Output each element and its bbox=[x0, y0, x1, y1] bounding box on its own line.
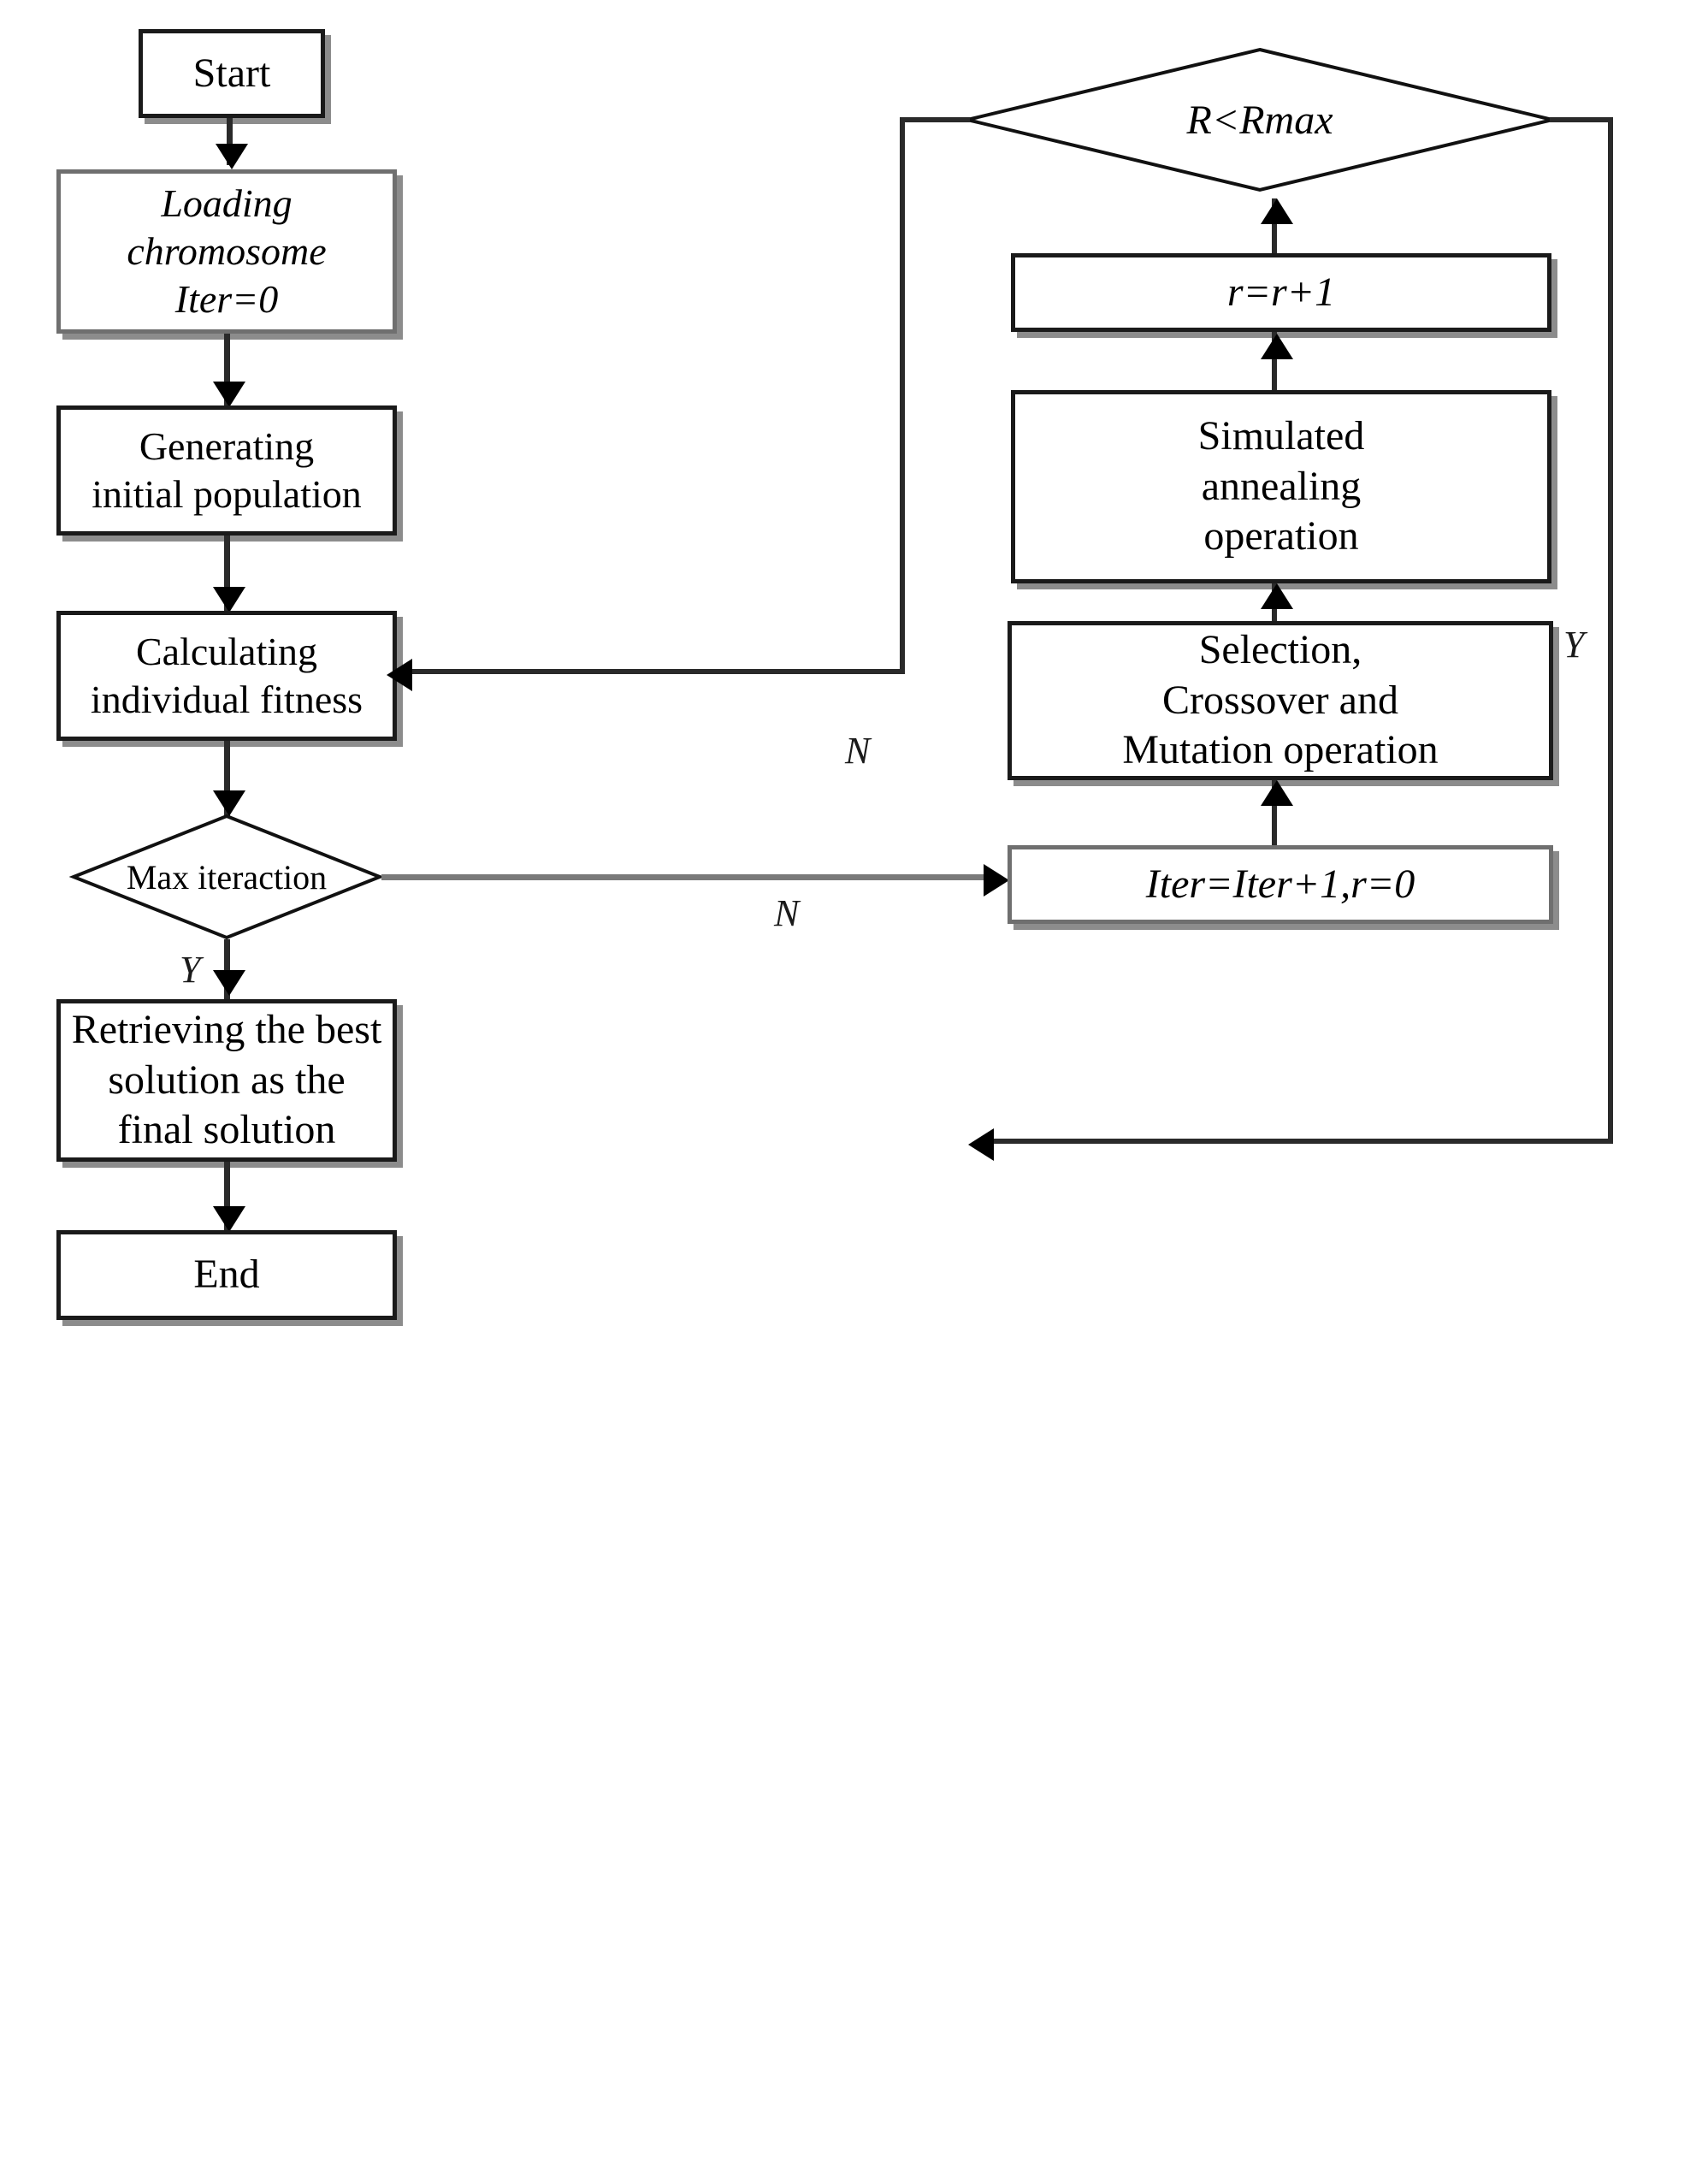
arrowhead-maxiter-no bbox=[984, 864, 1009, 897]
node-simulated-annealing: Simulated annealing operation bbox=[1011, 390, 1551, 583]
arrowhead-generating-to-calculating bbox=[213, 587, 245, 613]
arrowhead-start-to-loading bbox=[216, 144, 248, 169]
node-max-iteraction-label: Max iteraction bbox=[126, 857, 328, 897]
diamond-shape-r-lt-rmax bbox=[966, 47, 1553, 192]
edge-label-maxiter-no: N bbox=[774, 892, 800, 934]
arrowhead-calculating-to-maxiter bbox=[213, 790, 245, 816]
node-annealing-line1: Simulated bbox=[1197, 413, 1365, 459]
arrowhead-annealing-to-rincr bbox=[1261, 334, 1293, 359]
edge-rmax-no-top bbox=[900, 117, 970, 122]
node-ga-operations: Selection, Crossover and Mutation operat… bbox=[1008, 621, 1553, 780]
node-retrieving-line3: final solution bbox=[117, 1107, 336, 1153]
arrowhead-loading-to-generating bbox=[213, 382, 245, 407]
node-r-lt-rmax-label: R<Rmax bbox=[1186, 97, 1333, 143]
arrowhead-maxiter-yes bbox=[213, 970, 245, 996]
edge-label-rmax-no: N bbox=[845, 730, 871, 772]
node-generating-line1: Generating bbox=[139, 423, 315, 468]
diamond-shape-max-iteraction bbox=[68, 814, 385, 940]
edge-label-maxiter-yes: Y bbox=[180, 949, 201, 991]
arrowhead-iterincr-to-gaops bbox=[1261, 780, 1293, 806]
node-gaops-line3: Mutation operation bbox=[1122, 727, 1439, 773]
edge-loading-to-generating bbox=[224, 334, 230, 406]
arrowhead-rincr-to-rmax bbox=[1261, 198, 1293, 224]
edge-calculating-to-maxiter bbox=[224, 741, 230, 816]
node-loading-chromosome: Loading chromosome Iter=0 bbox=[56, 169, 397, 334]
edge-iterincr-to-gaops bbox=[1272, 780, 1277, 847]
edge-rmax-yes-vertical bbox=[1608, 117, 1613, 1144]
node-end: End bbox=[56, 1230, 397, 1320]
node-r-lt-rmax: R<Rmax bbox=[965, 47, 1555, 192]
edge-annealing-to-rincr bbox=[1272, 332, 1277, 392]
node-iter-increment-label: Iter=Iter+1,r=0 bbox=[1145, 861, 1415, 907]
node-iter-increment: Iter=Iter+1,r=0 bbox=[1008, 845, 1553, 924]
edge-maxiter-no-horizontal bbox=[381, 874, 987, 880]
node-loading-line3: Iter=0 bbox=[174, 277, 279, 322]
node-end-label: End bbox=[193, 1252, 260, 1298]
edge-label-rmax-yes: Y bbox=[1563, 624, 1585, 666]
edge-rmax-yes-top bbox=[1550, 117, 1613, 122]
node-annealing-line3: operation bbox=[1203, 513, 1359, 559]
arrowhead-rmax-yes bbox=[968, 1128, 994, 1161]
node-r-increment: r=r+1 bbox=[1011, 253, 1551, 332]
node-calculating-line1: Calculating bbox=[135, 629, 318, 673]
node-annealing-line2: annealing bbox=[1201, 463, 1362, 509]
node-generating-population: Generating initial population bbox=[56, 405, 397, 536]
node-gaops-line2: Crossover and bbox=[1162, 677, 1398, 723]
node-calculating-fitness: Calculating individual fitness bbox=[56, 611, 397, 741]
node-retrieving-line2: solution as the bbox=[108, 1056, 346, 1103]
arrowhead-gaops-to-annealing bbox=[1261, 583, 1293, 609]
node-retrieving-solution: Retrieving the best solution as the fina… bbox=[56, 999, 397, 1162]
edge-rmax-yes-bottom bbox=[994, 1139, 1613, 1144]
node-start-label: Start bbox=[192, 50, 271, 96]
node-gaops-line1: Selection, bbox=[1198, 627, 1362, 673]
edge-start-to-loading bbox=[227, 118, 233, 165]
node-start: Start bbox=[139, 29, 325, 118]
edge-rmax-no-vertical bbox=[900, 117, 905, 674]
node-loading-line1: Loading bbox=[161, 181, 293, 225]
edge-rincr-to-rmax bbox=[1272, 198, 1277, 255]
node-calculating-line2: individual fitness bbox=[90, 678, 363, 721]
node-r-increment-label: r=r+1 bbox=[1226, 269, 1336, 315]
arrowhead-rmax-no bbox=[387, 659, 412, 691]
edge-rmax-no-bottom bbox=[411, 669, 905, 674]
edge-retrieving-to-end bbox=[224, 1162, 230, 1230]
node-max-iteraction: Max iteraction bbox=[68, 814, 385, 940]
node-retrieving-line1: Retrieving the best bbox=[71, 1007, 382, 1053]
node-generating-line2: initial population bbox=[92, 472, 362, 516]
edge-generating-to-calculating bbox=[224, 536, 230, 613]
node-loading-line2: chromosome bbox=[127, 228, 327, 273]
arrowhead-retrieving-to-end bbox=[213, 1206, 245, 1232]
